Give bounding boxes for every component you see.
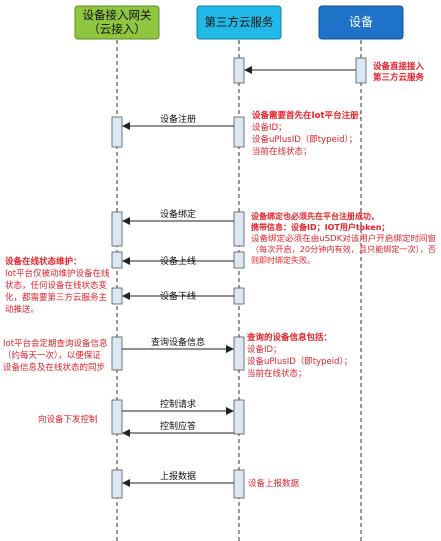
svg-text:当前在线状态；: 当前在线状态；	[247, 368, 307, 379]
svg-text:设备绑定也必须先在平台注册成功，: 设备绑定也必须先在平台注册成功，	[251, 211, 379, 221]
activation-bar	[355, 57, 367, 84]
note-query-info: 查询的设备信息包括： 设备ID； 设备uPlusID（即typeid）； 当前在…	[246, 332, 352, 379]
svg-text:设备uPlusID（即typeid）；: 设备uPlusID（即typeid）；	[247, 356, 352, 367]
thirdparty-title: 第三方云服务	[205, 15, 274, 29]
note-register: 设备需要首先在Iot平台注册： 设备ID； 设备uPlusID（即typeid）…	[252, 110, 367, 157]
svg-text:动推送。: 动推送。	[5, 304, 39, 315]
svg-text:设备在线状态维护：: 设备在线状态维护：	[5, 256, 82, 267]
svg-text:Iot平台会定期查询设备信息: Iot平台会定期查询设备信息	[3, 338, 108, 349]
svg-text:当前在线状态；: 当前在线状态；	[252, 146, 312, 157]
activation-bar	[233, 469, 245, 499]
msg-control-ack: 控制应答	[160, 420, 196, 432]
note-control-downlink: 向设备下发控制	[38, 414, 98, 425]
activation-bar	[233, 251, 245, 269]
activation-bar	[111, 251, 123, 269]
svg-text:Iot平台仅被动维护设备在线: Iot平台仅被动维护设备在线	[5, 268, 110, 279]
activation-bar	[233, 287, 245, 305]
activation-bar	[111, 211, 123, 247]
svg-text:（每次开启，20分钟内有效，且只能绑定一次），否: （每次开启，20分钟内有效，且只能绑定一次），否	[251, 244, 436, 254]
svg-text:则即时绑定失败。: 则即时绑定失败。	[251, 255, 315, 265]
msg-control-request: 控制请求	[160, 398, 196, 410]
svg-text:设备需要首先在Iot平台注册：: 设备需要首先在Iot平台注册：	[252, 110, 367, 121]
svg-text:设备信息及在线状态的同步: 设备信息及在线状态的同步	[3, 362, 105, 373]
activation-bar	[233, 116, 245, 148]
msg-offline: 设备下线	[160, 290, 196, 302]
activation-bar	[111, 336, 123, 371]
gateway-title: 设备接入网关	[83, 8, 152, 22]
svg-text:设备直接接入: 设备直接接入	[373, 61, 425, 72]
participant-gateway: 设备接入网关 （云接入）	[74, 5, 160, 40]
svg-text:携带信息：设备ID；IOT用户token；: 携带信息：设备ID；IOT用户token；	[251, 222, 389, 233]
note-direct-access: 设备直接接入 第三方云服务	[373, 61, 425, 83]
svg-text:状态，任何设备在线状态变: 状态，任何设备在线状态变	[5, 280, 108, 291]
activation-bar	[233, 57, 245, 84]
device-title: 设备	[349, 15, 373, 29]
note-bind: 设备绑定也必须先在平台注册成功， 携带信息：设备ID；IOT用户token； 设…	[251, 211, 436, 265]
participant-device: 设备	[318, 5, 404, 40]
svg-text:第三方云服务: 第三方云服务	[373, 72, 425, 83]
activation-bar	[111, 287, 123, 305]
msg-online: 设备上线	[160, 255, 196, 267]
participant-thirdparty: 第三方云服务	[196, 5, 282, 40]
msg-register: 设备注册	[160, 113, 196, 125]
note-online-status: 设备在线状态维护： Iot平台仅被动维护设备在线 状态，任何设备在线状态变 化，…	[5, 256, 110, 315]
msg-query: 查询设备信息	[151, 336, 205, 348]
svg-text:设备uPlusID（即typeid）；: 设备uPlusID（即typeid）；	[252, 134, 357, 145]
activation-bar	[233, 211, 245, 247]
svg-text:设备ID；: 设备ID；	[247, 344, 282, 355]
svg-text:设备ID；: 设备ID；	[252, 122, 287, 133]
activation-bar	[111, 116, 123, 148]
note-report-data: 设备上报数据	[248, 478, 300, 489]
svg-text:查询的设备信息包括：: 查询的设备信息包括：	[246, 332, 332, 343]
note-periodic-query: Iot平台会定期查询设备信息 （约每天一次），以便保证 设备信息及在线状态的同步	[3, 338, 108, 373]
activation-bar	[111, 469, 123, 499]
svg-text:设备绑定必须在由uSDK对该用户开启绑定时间窗: 设备绑定必须在由uSDK对该用户开启绑定时间窗	[251, 233, 436, 243]
activation-bar	[233, 336, 245, 371]
activation-bar	[111, 399, 123, 435]
svg-text:（约每天一次），以便保证: （约每天一次），以便保证	[3, 350, 101, 361]
activation-bar	[233, 399, 245, 435]
gateway-subtitle: （云接入）	[88, 22, 146, 36]
msg-bind: 设备绑定	[160, 208, 196, 220]
msg-report: 上报数据	[160, 470, 196, 482]
svg-text:化，都需要第三方云服务主: 化，都需要第三方云服务主	[5, 292, 108, 303]
